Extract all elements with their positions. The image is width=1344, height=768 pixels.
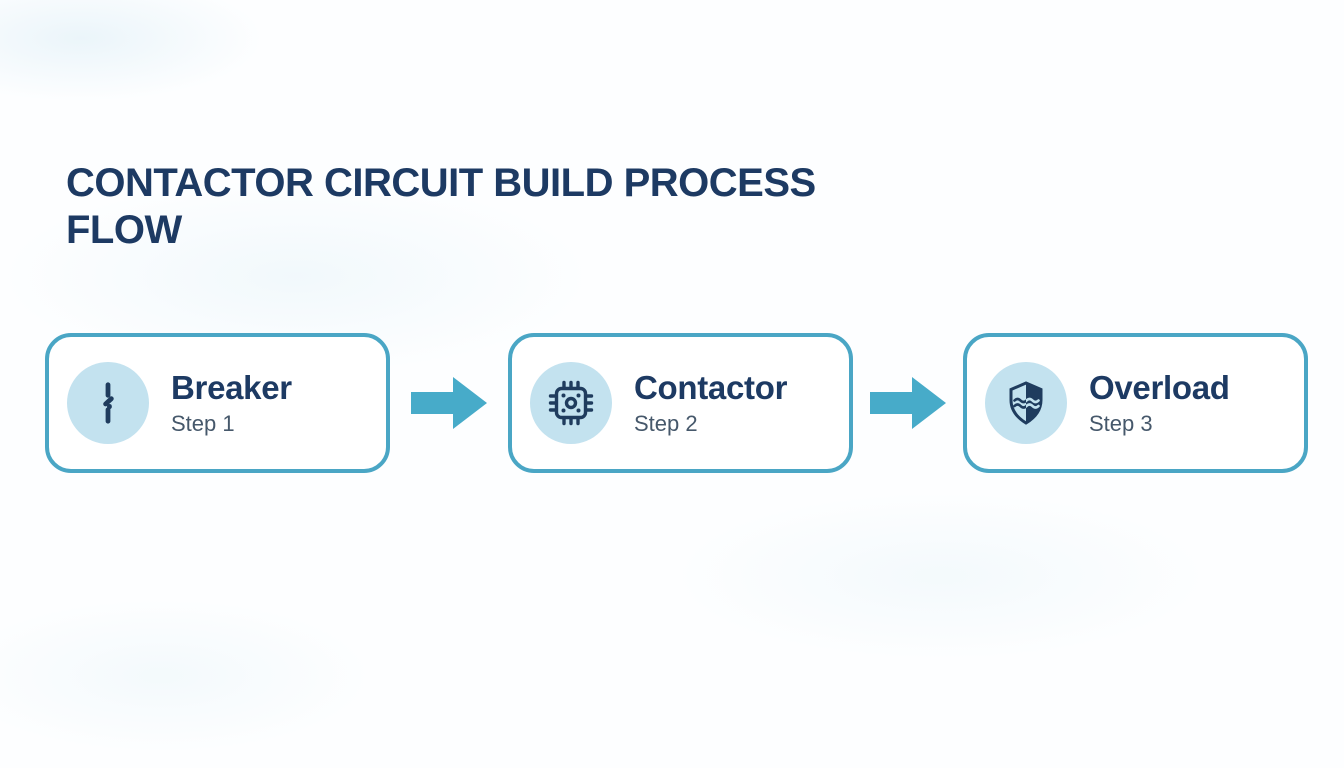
shield-icon bbox=[1009, 381, 1043, 425]
step-name: Breaker bbox=[171, 368, 292, 406]
arrow-right-icon bbox=[411, 377, 487, 429]
icon-circle bbox=[985, 362, 1067, 444]
step-label: Step 2 bbox=[634, 411, 698, 437]
icon-circle bbox=[530, 362, 612, 444]
step-name: Contactor bbox=[634, 368, 788, 406]
flow-row: Breaker Step 1 bbox=[45, 333, 1308, 473]
step-label: Step 3 bbox=[1089, 411, 1153, 437]
icon-circle bbox=[67, 362, 149, 444]
step-card-contactor: Contactor Step 2 bbox=[508, 333, 853, 473]
step-label: Step 1 bbox=[171, 411, 235, 437]
card-text: Contactor Step 2 bbox=[634, 368, 788, 437]
card-text: Breaker Step 1 bbox=[171, 368, 292, 437]
microchip-icon bbox=[548, 380, 594, 426]
flow-arrow-2 bbox=[853, 333, 963, 473]
breaker-icon bbox=[103, 382, 114, 424]
arrow-right-icon bbox=[870, 377, 946, 429]
step-card-overload: Overload Step 3 bbox=[963, 333, 1308, 473]
step-name: Overload bbox=[1089, 368, 1230, 406]
card-text: Overload Step 3 bbox=[1089, 368, 1230, 437]
page-title: CONTACTOR CIRCUIT BUILD PROCESS FLOW bbox=[66, 161, 816, 252]
step-card-breaker: Breaker Step 1 bbox=[45, 333, 390, 473]
flow-arrow-1 bbox=[390, 333, 508, 473]
